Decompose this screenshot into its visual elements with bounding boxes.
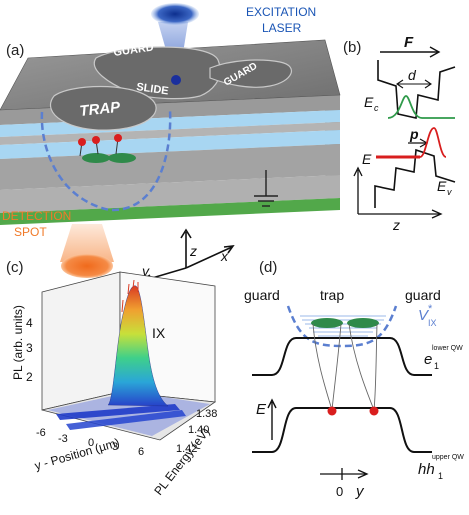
detection-label-line1: DETECTION xyxy=(2,209,71,223)
slide-label: SLIDE xyxy=(136,81,170,97)
wavefunction-lines xyxy=(312,323,378,411)
vix-potential-curve xyxy=(286,305,398,348)
ec-subscript: c xyxy=(374,103,379,113)
hole-dot-left xyxy=(327,406,337,416)
e1-superscript: lower QW xyxy=(432,345,463,352)
panel-d: (d) guard trap guard V IX * e 1 lower QW… xyxy=(244,259,464,500)
back-wall-left xyxy=(41,271,121,411)
valence-band xyxy=(374,148,456,208)
y-tick-0: 0 xyxy=(88,437,94,449)
guard-label-1: GUARD xyxy=(113,41,155,59)
y-tick-m6: -6 xyxy=(36,427,46,439)
quantum-well-layer xyxy=(0,130,340,159)
hh1-subscript: 1 xyxy=(438,471,443,481)
panel-b: (b) F E c d p E E v z xyxy=(343,34,456,233)
ev-label: E xyxy=(437,178,447,194)
laser-label-line1: EXCITATION xyxy=(246,5,316,19)
field-label: F xyxy=(404,34,414,51)
laser-label-line2: LASER xyxy=(262,21,302,35)
x-tick-142: 1.42 xyxy=(176,443,197,455)
panel-a: (a) EXCITATION LASER GUARD SLIDE xyxy=(0,3,341,284)
ground-icon xyxy=(254,170,278,207)
hole-wavefunction xyxy=(376,127,447,158)
x-tick-138: 1.38 xyxy=(196,408,217,420)
z-tick-2: 2 xyxy=(26,370,33,384)
ec-label: E xyxy=(364,94,374,110)
e-axis-label: E xyxy=(362,151,372,167)
e1-subscript: 1 xyxy=(434,361,439,371)
exciton-cloud xyxy=(108,153,136,163)
panel-a-label: (a) xyxy=(6,42,24,59)
upper-qw-profile xyxy=(252,407,432,453)
peak-label: IX xyxy=(152,325,166,341)
panel-d-label: (d) xyxy=(259,259,277,276)
e1-label: e xyxy=(424,351,432,368)
hole-dot xyxy=(78,138,86,146)
y-tick-3: 3 xyxy=(112,441,118,453)
laser-hit-point xyxy=(171,75,181,85)
detection-beam xyxy=(60,224,114,262)
ix-peak xyxy=(107,285,169,407)
baseline-band xyxy=(66,410,186,430)
electron-wavefunction xyxy=(387,95,455,119)
exciton-cloud xyxy=(82,153,110,163)
ev-subscript: v xyxy=(447,187,452,197)
hole-dot-right xyxy=(369,406,379,416)
exciton-cloud-left xyxy=(311,318,343,328)
panel-c-label: (c) xyxy=(6,259,24,276)
axis-z-label: z xyxy=(189,243,197,259)
axes-triad xyxy=(138,228,235,284)
lower-qw-profile xyxy=(252,337,432,376)
guard-left-label: guard xyxy=(244,287,280,303)
trap-label-d: trap xyxy=(320,287,344,303)
trap-potential-curve xyxy=(40,109,172,212)
d-label: d xyxy=(408,67,417,83)
detection-spot-icon xyxy=(61,254,113,278)
substrate-layer xyxy=(0,198,340,225)
hh1-superscript: upper QW xyxy=(432,454,464,461)
exciton-cloud-right xyxy=(347,318,379,328)
z-tick-3: 3 xyxy=(26,341,33,355)
laser-spot-icon xyxy=(151,3,199,25)
baseline-band xyxy=(56,404,180,420)
x-tick-140: 1.40 xyxy=(188,424,209,436)
guard-right-label: guard xyxy=(405,287,441,303)
vix-label: V xyxy=(418,307,430,324)
conduction-band xyxy=(377,60,456,119)
vix-superscript: * xyxy=(428,303,433,315)
panel-b-label: (b) xyxy=(343,39,361,56)
vix-subscript: IX xyxy=(428,318,437,328)
trap-gate xyxy=(50,85,157,131)
z-axis-title: PL (arb. units) xyxy=(11,305,25,380)
sample-block: GUARD SLIDE TRAP GUARD xyxy=(0,39,341,225)
dipole-label: p xyxy=(409,126,419,142)
y-tick-m3: -3 xyxy=(58,433,68,445)
z-axis-label: z xyxy=(392,217,400,233)
trap-label: TRAP xyxy=(79,99,122,120)
y-label-d: y xyxy=(355,483,365,500)
y-axis-title: y - Position (µm) xyxy=(33,435,121,473)
axis-y-label: y xyxy=(141,263,150,279)
z-tick-4: 4 xyxy=(26,316,33,330)
zero-label: 0 xyxy=(336,484,343,499)
guard-gate xyxy=(209,59,293,88)
axis-x-label: x xyxy=(220,248,229,264)
detection-label-line2: SPOT xyxy=(14,225,47,239)
hole-dot xyxy=(114,134,122,142)
y-tick-6: 6 xyxy=(138,446,144,458)
hole-dot xyxy=(92,136,100,144)
e-axis-label-d: E xyxy=(256,401,267,418)
floor xyxy=(41,391,217,441)
hh1-label: hh xyxy=(418,461,435,478)
panel-c: (c) IX PL (arb. units) 4 3 2 -6 -3 0 3 6… xyxy=(6,259,217,498)
